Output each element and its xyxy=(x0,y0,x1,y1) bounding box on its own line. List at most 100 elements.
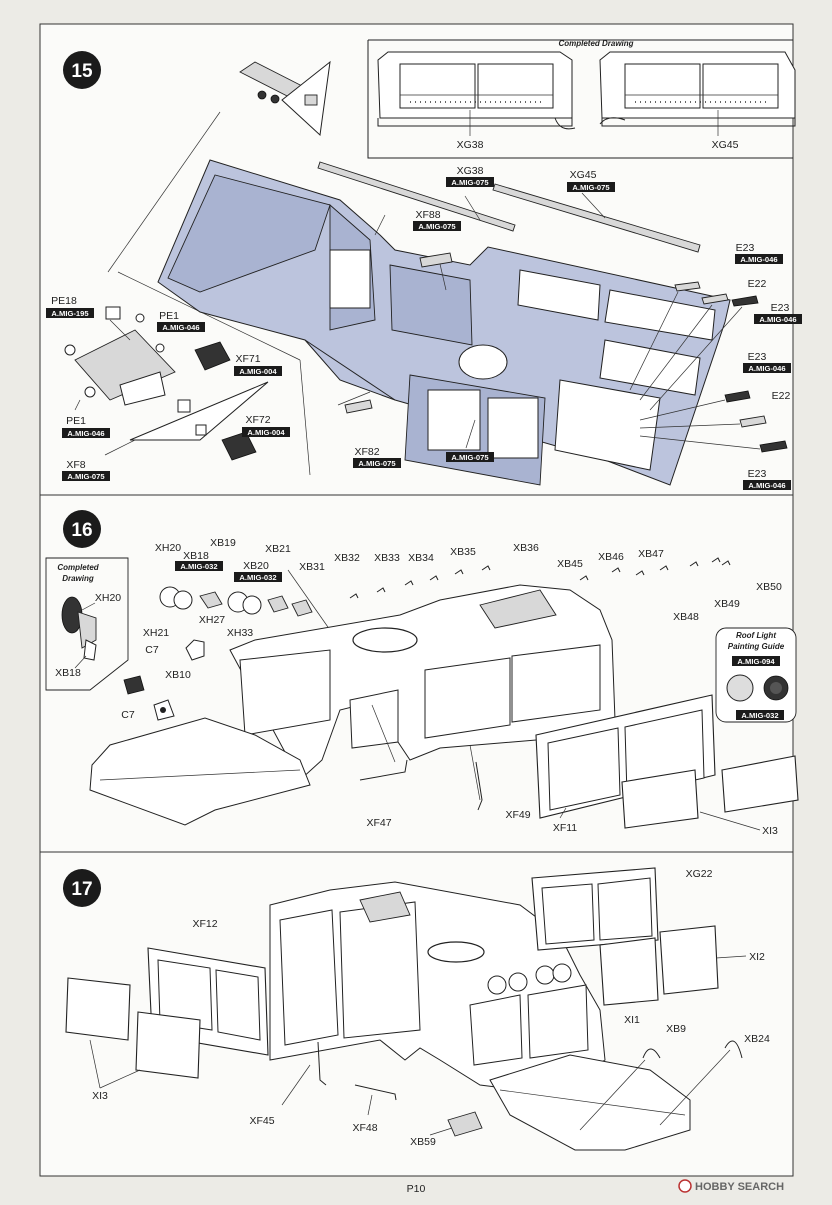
part-label-xg22: XG22 xyxy=(686,868,713,880)
part-xg45 xyxy=(492,183,701,253)
part-label-xi3: XI3 xyxy=(762,825,778,837)
part-e23-e22-group-bottom xyxy=(639,390,788,453)
part-label-xb19: XB19 xyxy=(210,537,236,549)
paint-xb18: A.MIG-032 xyxy=(180,562,217,571)
part-label-xg45: XG45 xyxy=(570,169,597,181)
part-label-xi2: XI2 xyxy=(749,951,765,963)
paint-pe1-b: A.MIG-046 xyxy=(67,429,104,438)
part-xf72 xyxy=(221,431,257,461)
paint-hull: A.MIG-075 xyxy=(451,453,489,462)
part-label-xb9: XB9 xyxy=(666,1023,686,1035)
hull-step17 xyxy=(269,881,691,1151)
guide-title-1: Roof Light xyxy=(736,631,776,640)
part-label-e23-d: E23 xyxy=(748,468,767,480)
part-label-xb35: XB35 xyxy=(450,546,476,558)
part-xb59 xyxy=(447,1111,483,1137)
completed-label-1: Completed xyxy=(57,563,99,572)
part-label-xb49: XB49 xyxy=(714,598,740,610)
part-label-xf8: XF8 xyxy=(66,459,85,471)
part-label-xf71: XF71 xyxy=(235,353,260,365)
part-label-xb21: XB21 xyxy=(265,543,291,555)
part-label-pe1-a: PE1 xyxy=(159,310,179,322)
watermark: HOBBY SEARCH xyxy=(678,1179,784,1193)
roof-lights-group xyxy=(159,569,331,631)
part-label-xb50: XB50 xyxy=(756,581,782,593)
part-label-xf11: XF11 xyxy=(553,822,577,834)
part-xi3-b xyxy=(721,755,799,813)
step-number: 15 xyxy=(71,61,93,82)
inset-label-xb18: XB18 xyxy=(55,667,81,679)
part-label-xf45: XF45 xyxy=(249,1115,274,1127)
part-label-xb59: XB59 xyxy=(410,1136,436,1148)
hull-step15 xyxy=(157,159,731,486)
part-label-xf47: XF47 xyxy=(366,817,391,829)
step-number-badge xyxy=(63,51,101,89)
part-xi2 xyxy=(659,925,719,995)
part-label-xb31: XB31 xyxy=(299,561,325,573)
part-label-e23-b: E23 xyxy=(771,302,790,314)
paint-e23-a: A.MIG-046 xyxy=(740,255,777,264)
part-xb9 xyxy=(642,1048,661,1059)
completed-label-2: Drawing xyxy=(62,574,94,583)
part-xi3-d xyxy=(135,1011,201,1079)
inset-label-xh20: XH20 xyxy=(95,592,121,604)
paint-e23-d: A.MIG-046 xyxy=(748,481,785,490)
part-xi3-a xyxy=(621,769,699,829)
part-c7-b xyxy=(153,699,175,721)
part-label-xf49: XF49 xyxy=(505,809,530,821)
step-number: 17 xyxy=(71,879,92,900)
part-label-xb47: XB47 xyxy=(638,548,664,560)
part-label-xb10: XB10 xyxy=(165,669,191,681)
xf8-subassembly xyxy=(64,306,269,461)
paint-xf82: A.MIG-075 xyxy=(358,459,396,468)
part-label-xi1: XI1 xyxy=(624,1014,640,1026)
part-label-pe18: PE18 xyxy=(51,295,77,307)
paint-guide-a: A.MIG-094 xyxy=(737,657,775,666)
part-label-c7-a: C7 xyxy=(145,644,159,656)
paint-pe1-a: A.MIG-046 xyxy=(162,323,199,332)
part-label-e22-a: E22 xyxy=(748,278,767,290)
part-xf88 xyxy=(419,252,453,291)
part-bracket-top xyxy=(239,60,331,137)
part-label-xh21: XH21 xyxy=(143,627,169,639)
part-xf48 xyxy=(354,1084,397,1101)
part-label-xb34: XB34 xyxy=(408,552,434,564)
roof-light-painting-guide: Roof Light Painting Guide A.MIG-094 A.MI… xyxy=(715,627,797,723)
part-xg22 xyxy=(531,867,659,951)
step-17: 17 xyxy=(63,867,770,1151)
watermark-text: HOBBY SEARCH xyxy=(695,1181,784,1193)
part-pe18 xyxy=(105,306,121,320)
step-number-badge xyxy=(63,510,101,548)
completed-drawing-label: Completed Drawing xyxy=(558,39,633,48)
paint-e23-b: A.MIG-046 xyxy=(759,315,796,324)
paint-xg45: A.MIG-075 xyxy=(572,183,610,192)
part-label-xb18: XB18 xyxy=(183,550,209,562)
guide-title-2: Painting Guide xyxy=(728,642,785,651)
completed-drawing-box: Completed Drawing XG38 XG45 xyxy=(367,39,796,159)
paint-xf88: A.MIG-075 xyxy=(418,222,456,231)
part-label-xb36: XB36 xyxy=(513,542,539,554)
paint-xf71: A.MIG-004 xyxy=(239,367,277,376)
part-label-c7-b: C7 xyxy=(121,709,135,721)
part-xf49 xyxy=(475,761,483,811)
part-label-xh33: XH33 xyxy=(227,627,253,639)
page-number: P10 xyxy=(407,1183,426,1195)
part-label-xf48: XF48 xyxy=(352,1122,377,1134)
part-xi1 xyxy=(599,937,659,1006)
part-label-e23-a: E23 xyxy=(736,242,755,254)
paint-xf8: A.MIG-075 xyxy=(67,472,105,481)
part-label-xg45-top: XG45 xyxy=(712,139,739,151)
part-label-xg38-top: XG38 xyxy=(457,139,484,151)
part-xf71 xyxy=(194,341,231,371)
completed-drawing-inset: Completed Drawing XH20 XB18 xyxy=(45,557,129,691)
paint-xg38: A.MIG-075 xyxy=(451,178,489,187)
part-label-xh27: XH27 xyxy=(199,614,225,626)
part-label-xb48: XB48 xyxy=(673,611,699,623)
step-15: 15 Completed Drawing XG38 XG45 xyxy=(46,39,802,490)
part-label-xf82: XF82 xyxy=(354,446,379,458)
part-xf82 xyxy=(344,399,373,414)
step-number: 16 xyxy=(71,520,92,541)
part-xb24 xyxy=(724,1040,743,1059)
